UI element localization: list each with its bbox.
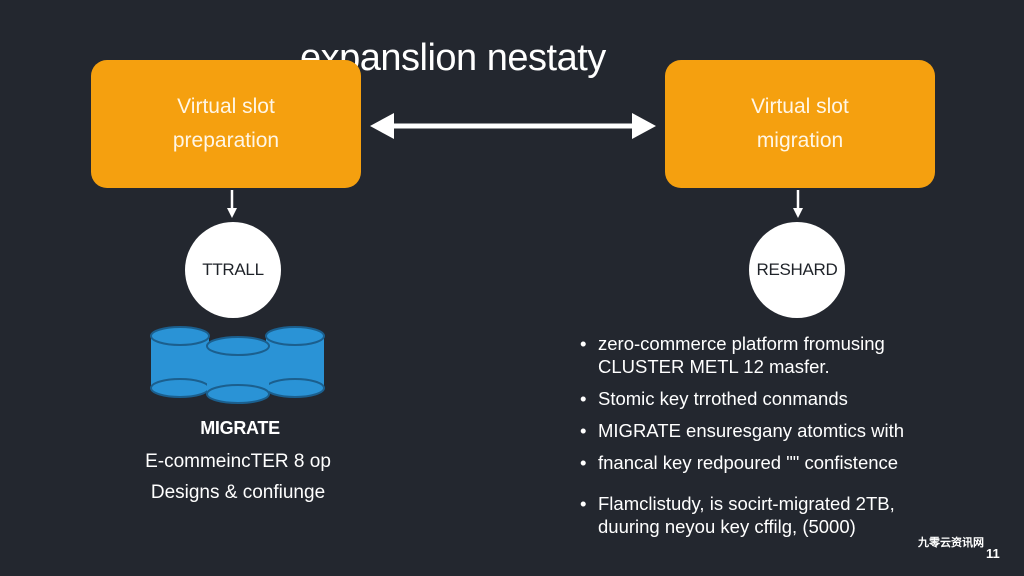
bullet-text: MIGRATE ensuresgany atomtics with (598, 420, 905, 441)
database-stack-icon (150, 326, 325, 404)
bullet-item: fnancal key redpoured "" confistence (578, 451, 948, 474)
down-arrow-right-icon (793, 190, 803, 218)
virtual-slot-migration-box: Virtual slot migration (665, 60, 935, 188)
page-number: 11 (986, 546, 1000, 561)
bullet-text-continued: duuring neyou key cffilg, (5000) (598, 516, 856, 537)
bullet-text: fnancal key redpoured "" confistence (598, 452, 899, 473)
database-cylinder-icon (265, 326, 325, 398)
double-headed-arrow-icon (370, 113, 656, 139)
database-cylinder-icon (206, 336, 270, 404)
box-left-line1: Virtual slot (177, 95, 275, 118)
box-right-line1: Virtual slot (751, 95, 849, 118)
bullet-item: Stomic key trrothed conmands (578, 387, 948, 410)
database-cylinder-icon (150, 326, 210, 398)
virtual-slot-preparation-box: Virtual slot preparation (91, 60, 361, 188)
bullet-text: Flamclistudy, is socirt-migrated 2TB, (598, 493, 895, 514)
box-right-line2: migration (756, 129, 844, 152)
migrate-label: MIGRATE (200, 418, 280, 438)
description-line-1: E-commeincTER 8 op (145, 451, 331, 472)
bullet-item: MIGRATE ensuresgany atomtics with (578, 419, 948, 442)
bullet-text: zero-commerce platform fromusing (598, 333, 885, 354)
node-ttrall: TTRALL (185, 222, 281, 318)
node-reshard: RESHARD (749, 222, 845, 318)
box-left-line2: preparation (172, 129, 280, 152)
node-ttrall-label: TTRALL (202, 260, 264, 279)
watermark: 九零云资讯网 (918, 537, 984, 549)
down-arrow-left-icon (227, 190, 237, 218)
bullet-item: Flamclistudy, is socirt-migrated 2TB, du… (578, 492, 948, 538)
bullet-text-continued: CLUSTER METL 12 masfer. (598, 356, 830, 377)
bullet-text: Stomic key trrothed conmands (598, 388, 848, 409)
bullet-item: zero-commerce platform fromusing CLUSTER… (578, 332, 948, 378)
bullet-list: zero-commerce platform fromusing CLUSTER… (578, 332, 948, 547)
description-line-2: Designs & confiunge (150, 482, 326, 503)
node-reshard-label: RESHARD (756, 260, 838, 279)
